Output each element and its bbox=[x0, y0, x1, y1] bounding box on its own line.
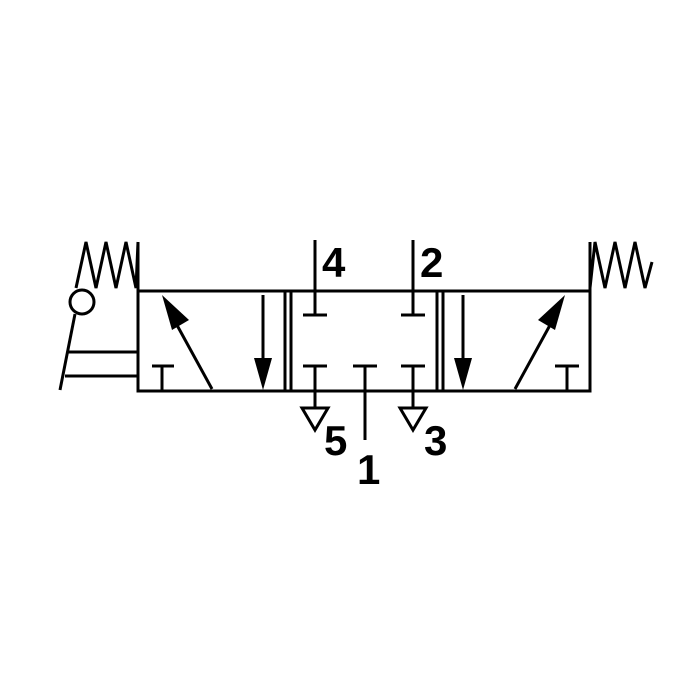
left-diagonal-arrowhead bbox=[162, 295, 189, 330]
lever-arm bbox=[58, 313, 77, 391]
port-label-2: 2 bbox=[420, 239, 443, 286]
left-spring bbox=[74, 241, 140, 289]
right-actuator bbox=[588, 241, 654, 289]
roller-icon bbox=[68, 288, 96, 316]
right-cell bbox=[454, 295, 579, 391]
external-ports bbox=[299, 240, 429, 440]
right-diagonal-arrow-shaft bbox=[513, 315, 557, 390]
port-label-5: 5 bbox=[324, 417, 347, 464]
port-label-1: 1 bbox=[357, 446, 380, 493]
left-down-arrowhead bbox=[254, 358, 272, 390]
center-cell bbox=[303, 291, 425, 391]
exhaust-icon-5 bbox=[299, 406, 331, 433]
exhaust-icon-3 bbox=[397, 406, 429, 433]
port-label-4: 4 bbox=[322, 239, 346, 286]
right-spring bbox=[588, 241, 654, 289]
left-cell bbox=[152, 295, 272, 391]
right-down-arrowhead bbox=[454, 358, 472, 390]
port-label-3: 3 bbox=[424, 417, 447, 464]
left-diagonal-arrow-shaft bbox=[170, 315, 214, 390]
right-diagonal-arrowhead bbox=[538, 295, 565, 330]
left-actuator bbox=[58, 241, 140, 391]
